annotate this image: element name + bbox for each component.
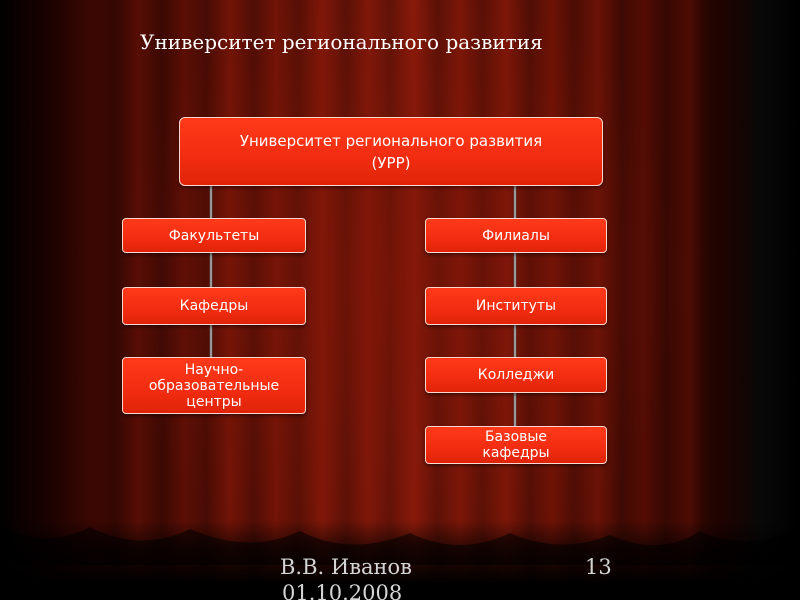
- org-node-label: Колледжи: [477, 367, 555, 383]
- connector-left-2-3: [209, 325, 213, 357]
- org-node-base-departments: Базовые кафедры: [425, 426, 607, 464]
- org-node-label: Филиалы: [482, 227, 550, 244]
- connector-left-1-2: [209, 253, 213, 287]
- org-node-faculties: Факультеты: [122, 218, 306, 253]
- org-node-colleges: Колледжи: [425, 357, 607, 393]
- org-node-label: Кафедры: [179, 298, 249, 314]
- connector-root-left: [209, 186, 213, 218]
- org-node-branches: Филиалы: [425, 218, 607, 253]
- org-node-institutes: Институты: [425, 287, 607, 325]
- connector-root-right: [513, 186, 517, 218]
- org-node-root-line1: Университет регионального развития: [239, 131, 543, 150]
- org-node-departments: Кафедры: [122, 287, 306, 325]
- org-node-label: Базовые: [484, 429, 548, 445]
- org-node-label: Научно-: [184, 361, 244, 378]
- curtain-hem-scallops: [0, 525, 800, 565]
- org-node-label: Институты: [475, 298, 557, 314]
- org-node-root-line2: (УРР): [371, 153, 411, 172]
- org-node-label: Факультеты: [168, 227, 260, 244]
- connector-right-2-3: [513, 325, 517, 357]
- footer-page-number: 13: [585, 555, 612, 579]
- connector-right-1-2: [513, 253, 517, 287]
- connector-right-3-4: [513, 393, 517, 426]
- org-node-label: образовательные: [148, 377, 280, 394]
- footer-author: В.В. Иванов: [280, 555, 413, 579]
- org-node-label: центры: [186, 393, 242, 410]
- org-node-research-centers: Научно- образовательные центры: [122, 357, 306, 414]
- curtain-right: [690, 0, 800, 600]
- slide-title: Университет регионального развития: [140, 30, 543, 54]
- org-node-label: кафедры: [482, 445, 550, 461]
- org-node-root: Университет регионального развития (УРР): [179, 117, 603, 186]
- footer-date: 01.10.2008: [282, 581, 403, 600]
- curtain-left: [0, 0, 120, 600]
